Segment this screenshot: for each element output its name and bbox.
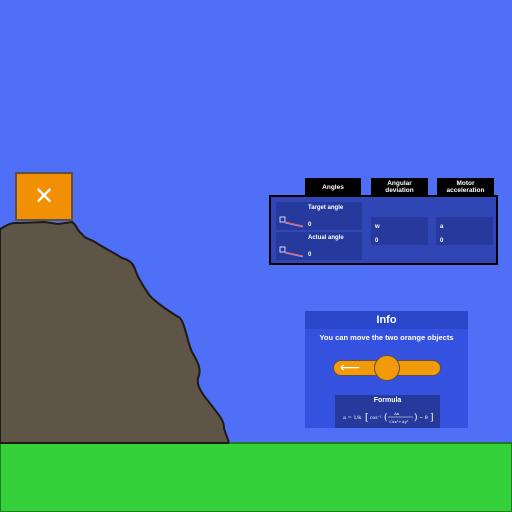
orange-delete-box[interactable]: ✕: [15, 172, 73, 221]
actual-angle-value: 0: [308, 252, 312, 258]
actual-angle-thumbnail: [279, 246, 304, 258]
deviation-symbol: w: [375, 224, 380, 230]
svg-text:cos⁻¹: cos⁻¹: [370, 415, 382, 421]
target-angle-label: Target angle: [308, 205, 344, 211]
angular-deviation-box: w 0: [371, 217, 428, 245]
info-panel: Info You can move the two orange objects…: [305, 311, 468, 428]
ground: [0, 442, 512, 512]
orange-slider-knob[interactable]: [374, 355, 400, 381]
formula-title: Formula: [373, 397, 402, 404]
svg-text:− θ: − θ: [419, 415, 428, 421]
actual-angle-row: Actual angle 0: [276, 232, 362, 260]
tab-motor-acceleration[interactable]: Motor acceleration: [437, 178, 494, 196]
svg-text:Δx: Δx: [394, 411, 400, 416]
actual-angle-label: Actual angle: [308, 235, 344, 241]
svg-text:[: [: [365, 413, 369, 423]
close-icon: ✕: [33, 183, 55, 210]
tab-angular-deviation[interactable]: Angular deviation: [371, 178, 428, 196]
deviation-value: 0: [375, 238, 379, 244]
target-angle-thumbnail: [279, 216, 304, 228]
info-message: You can move the two orange objects: [319, 333, 454, 342]
info-title: Info: [305, 311, 468, 329]
motor-acceleration-box: a 0: [436, 217, 493, 245]
motor-value: 0: [440, 238, 444, 244]
arrow-left-icon: ⟵: [340, 359, 361, 375]
tab-angles[interactable]: Angles: [305, 178, 361, 196]
svg-text:): ): [414, 412, 418, 423]
angles-panel: Target angle 0 Actual angle 0 w 0 a 0: [269, 195, 498, 265]
svg-text:√Δx²+Δy²: √Δx²+Δy²: [389, 419, 409, 424]
svg-text:a = 1/k: a = 1/k: [343, 415, 362, 421]
svg-text:]: ]: [430, 413, 434, 423]
formula-box: Formula a = 1/k [ cos⁻¹ ( Δx √Δx²+Δy² ) …: [335, 395, 440, 428]
target-angle-row: Target angle 0: [276, 202, 362, 230]
svg-text:(: (: [384, 412, 388, 423]
motor-symbol: a: [440, 224, 444, 230]
formula-expression: a = 1/k [ cos⁻¹ ( Δx √Δx²+Δy² ) − θ ]: [343, 411, 434, 424]
hill: [0, 220, 230, 444]
target-angle-value: 0: [308, 222, 312, 228]
